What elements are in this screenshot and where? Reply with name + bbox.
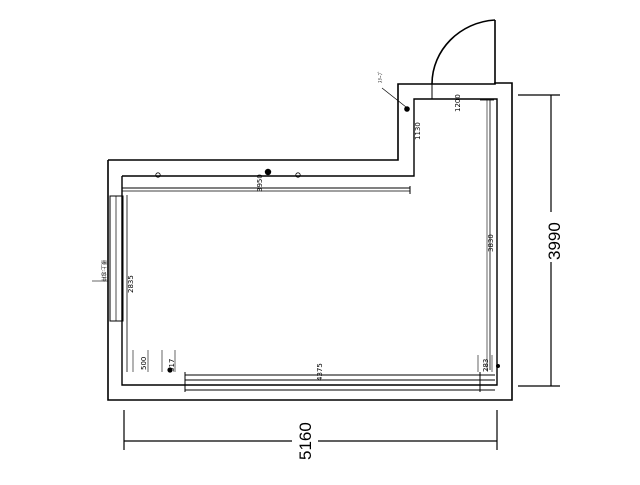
dim-notch-vertical: 1130 bbox=[414, 122, 422, 140]
outer-wall-outline bbox=[107, 82, 513, 401]
sleeve-leader bbox=[381, 87, 407, 108]
dim-bottom-right: 283 bbox=[482, 359, 490, 372]
fixture-dot-1 bbox=[155, 172, 161, 178]
sleeve-dot bbox=[404, 106, 410, 112]
overall-depth-label: 3990 bbox=[545, 222, 564, 260]
dim-door-opening: 1200 bbox=[454, 94, 462, 112]
sleeve-note: ｽﾘｰﾌﾞ bbox=[377, 70, 384, 83]
fixture-dot-3 bbox=[295, 172, 301, 178]
window-note: 腰上:窓枠 bbox=[100, 260, 107, 282]
fixture-dot-4 bbox=[167, 367, 173, 373]
dim-left-wall: 2835 bbox=[127, 275, 135, 293]
dim-bottom-left-2: 317 bbox=[168, 359, 176, 372]
dim-bottom-left-1: 500 bbox=[140, 357, 148, 370]
dim-top-wall: 3950 bbox=[256, 174, 264, 192]
fixture-dot-2 bbox=[264, 168, 272, 176]
fixture-dot-5 bbox=[496, 364, 500, 368]
dim-bottom-wall: 4375 bbox=[316, 363, 324, 381]
window-frame bbox=[109, 195, 124, 322]
overall-width-label: 5160 bbox=[296, 422, 315, 460]
inner-wall-outline bbox=[121, 98, 498, 386]
door-swing-arc bbox=[431, 19, 496, 85]
dim-right-wall: 3830 bbox=[487, 234, 495, 252]
